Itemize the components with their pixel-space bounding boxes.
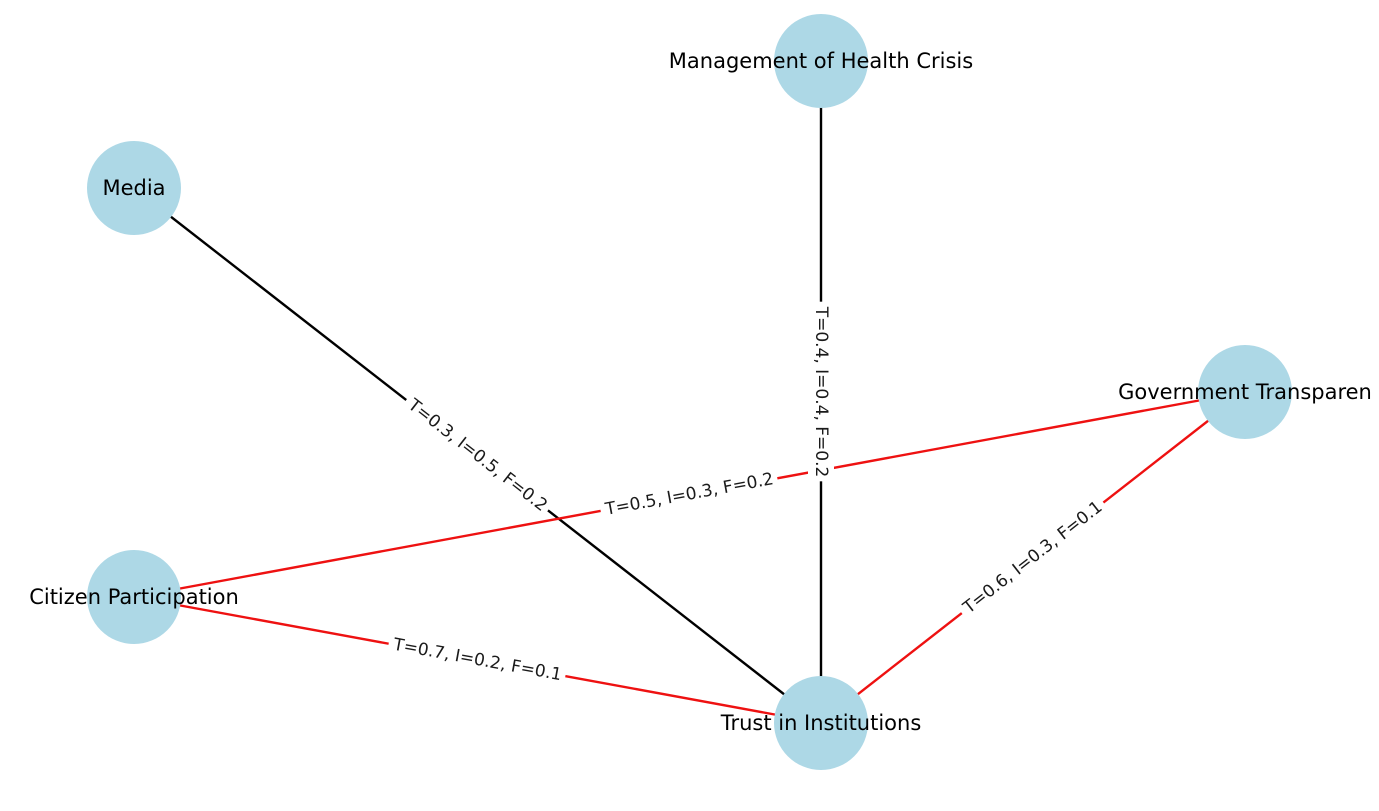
node-label-health: Management of Health Crisis bbox=[669, 49, 973, 73]
node-trust bbox=[774, 676, 868, 770]
nodes-layer bbox=[87, 14, 1292, 770]
edge-label-group-gov-trust: T=0.6, I=0.3, F=0.1 bbox=[953, 492, 1112, 624]
node-label-media: Media bbox=[102, 176, 165, 200]
node-label-trust: Trust in Institutions bbox=[720, 711, 922, 735]
edge-label-group-health-trust: T=0.4, I=0.4, F=0.2 bbox=[808, 301, 834, 482]
edge-label-media-trust: T=0.3, I=0.5, F=0.2 bbox=[403, 395, 551, 516]
edge-label-background bbox=[386, 630, 568, 689]
edge-label-health-trust: T=0.4, I=0.4, F=0.2 bbox=[811, 306, 831, 478]
edge-label-background bbox=[808, 301, 834, 482]
edge-label-background bbox=[953, 492, 1112, 624]
edge-label-group-media-trust: T=0.3, I=0.5, F=0.2 bbox=[398, 389, 556, 521]
edge-label-background bbox=[598, 465, 780, 524]
edge-labels-layer: T=0.3, I=0.5, F=0.2 T=0.4, I=0.4, F=0.2T=… bbox=[386, 301, 1112, 689]
node-citizen bbox=[87, 550, 181, 644]
node-labels-layer: Management of Health CrisisMediaGovernme… bbox=[29, 49, 1372, 735]
edge-label-gov-trust: T=0.6, I=0.3, F=0.1 bbox=[959, 497, 1107, 618]
edges-layer bbox=[133, 61, 1246, 725]
node-health bbox=[774, 14, 868, 108]
edge-label-group-citizen-trust: T=0.7, I=0.2, F=0.1 bbox=[386, 630, 568, 689]
edge-label-group-citizen-gov: T=0.5, I=0.3, F=0.2 bbox=[598, 465, 780, 524]
node-gov bbox=[1198, 345, 1292, 439]
edge-label-background bbox=[398, 389, 556, 521]
node-label-gov: Government Transparen bbox=[1118, 380, 1372, 404]
node-media bbox=[87, 141, 181, 235]
node-label-citizen: Citizen Participation bbox=[29, 585, 239, 609]
